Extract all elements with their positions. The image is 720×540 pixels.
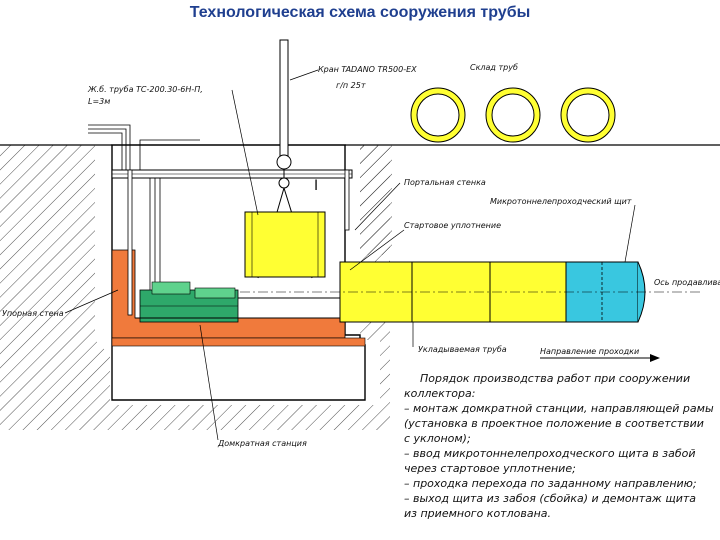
procedure-line: коллектора: (404, 387, 475, 400)
label-pipe-spec: Ж.б. труба ТС-200.30-6Н-П, (87, 85, 203, 94)
gantry-post-right (344, 169, 350, 231)
page-title: Технологическая схема сооружения трубы (189, 4, 531, 21)
leader-crane (289, 69, 319, 81)
label-crane-capacity: г/п 25т (336, 81, 366, 90)
label-drive-axis: Ось продавливания (654, 278, 720, 287)
leader-pipe-spec (231, 89, 259, 216)
label-drive-direction: Направление проходки (540, 347, 639, 356)
hook-mark: I (314, 178, 318, 194)
label-jacking-station: Домкратная станция (217, 439, 307, 448)
procedure-line: – монтаж домкратной станции, направляюще… (404, 402, 714, 415)
procedure-line: – проходка перехода по заданному направл… (404, 477, 697, 490)
procedure-line: с уклоном); (404, 432, 471, 445)
crane-hook (278, 177, 290, 189)
label-pipe-length: L=3м (88, 97, 110, 106)
leader-jacking-station (199, 324, 219, 441)
crane-mast (279, 39, 289, 161)
label-portal-wall: Портальная стенка (404, 178, 486, 187)
pipe-storage (405, 87, 622, 146)
base-slab (111, 337, 366, 347)
leader-start-seal (349, 229, 405, 271)
label-pipe-storage: Склад труб (470, 63, 518, 72)
jacking-station (139, 281, 239, 323)
procedure-line: – выход щита из забоя (сбойка) и демонта… (404, 492, 696, 505)
gantry-post-left (127, 169, 133, 316)
hydraulic-lines (88, 124, 200, 300)
hanging-pipe (244, 211, 326, 278)
label-microtunnel-shield: Микротоннелепроходческий щит (490, 197, 632, 206)
crane-hook-block (276, 154, 292, 170)
label-crane: Кран TADANO TR500-EX (318, 65, 417, 74)
label-laid-pipe: Укладываемая труба (418, 345, 507, 354)
procedure-line: Порядок производства работ при сооружени… (420, 372, 690, 385)
procedure-line: (установка в проектное положение в соотв… (404, 417, 704, 430)
leader-thrust-wall (64, 289, 119, 314)
procedure-text: Порядок производства работ при сооружени… (404, 372, 714, 520)
label-thrust-wall: Упорная стена (2, 309, 64, 318)
procedure-line: – ввод микротоннелепроходческого щита в … (404, 447, 696, 460)
ground-left-hatch (0, 145, 390, 430)
label-start-seal: Стартовое уплотнение (404, 221, 501, 230)
leader-portal-wall (354, 182, 401, 231)
ground-right-hatch (360, 145, 392, 255)
procedure-line: из приемного котлована. (404, 507, 551, 520)
leader-shield (624, 204, 636, 263)
procedure-line: через стартовое уплотнение; (404, 462, 576, 475)
